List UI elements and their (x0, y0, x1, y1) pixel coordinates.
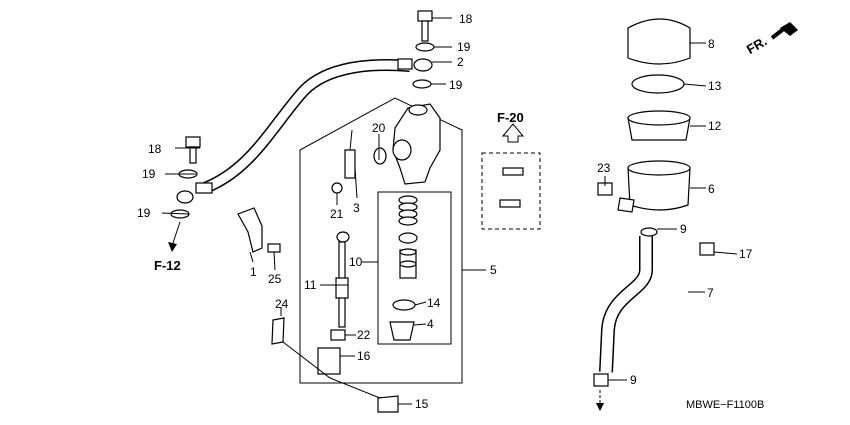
clip-24 (271, 317, 285, 345)
callout-1: 1 (250, 265, 257, 279)
ref-f20[interactable]: F-20 (497, 110, 524, 125)
bolt-left-shank (189, 146, 197, 164)
screw-21 (331, 182, 343, 194)
bolt-left-head (185, 136, 201, 148)
callout-7: 7 (707, 286, 714, 300)
joint-fitting (344, 149, 356, 179)
callout-24: 24 (275, 297, 289, 311)
callout-3: 3 (353, 201, 360, 215)
callout-10: 10 (349, 255, 363, 269)
callout-9: 9 (680, 222, 687, 236)
clamp-9-lower (593, 373, 609, 387)
f12-arrow-line (171, 221, 181, 247)
washer-upper-a (415, 42, 435, 52)
callout-23: 23 (597, 161, 611, 175)
callout-25: 25 (268, 272, 282, 286)
push-rod-thread (335, 277, 349, 299)
callout-16: 16 (357, 349, 371, 363)
hose-fitting-upper (397, 58, 413, 70)
bolt-upper-shank (421, 20, 429, 42)
cylinder-port (392, 139, 412, 161)
clevis-16 (317, 347, 341, 375)
reservoir-cap (627, 18, 691, 65)
callout-15: 15 (415, 397, 429, 411)
o-ring (373, 147, 387, 165)
leader-lines (161, 17, 738, 405)
callout-8: 8 (708, 37, 715, 51)
banjo-left (176, 190, 194, 204)
boot-4 (389, 321, 415, 341)
assembly-outline (299, 97, 463, 384)
bolt-upper-head (417, 10, 433, 22)
diagram-code: MBWE−F1100B (686, 399, 764, 411)
snap-ring-14 (392, 299, 416, 311)
pin-15 (377, 395, 399, 413)
hose-fitting-lower (195, 182, 213, 194)
callout-19: 19 (457, 40, 471, 54)
bolt-25-head (267, 243, 281, 253)
callout-18: 18 (459, 12, 473, 26)
callout-9: 9 (630, 373, 637, 387)
callout-19: 19 (142, 167, 156, 181)
bracket-1 (237, 207, 263, 253)
diaphragm-rim (627, 110, 691, 126)
callout-12: 12 (708, 119, 722, 133)
reservoir-mount (617, 197, 635, 213)
master-cylinder-body (392, 103, 441, 185)
spring-stack (398, 195, 418, 226)
callout-17: 17 (739, 247, 753, 261)
push-rod-top (336, 231, 350, 243)
callout-4: 4 (427, 317, 434, 331)
fr-arrow-icon (780, 22, 798, 36)
bolt-17 (699, 242, 715, 256)
diaphragm-plate (631, 74, 685, 94)
nut-22 (330, 329, 346, 341)
callout-20: 20 (372, 121, 386, 135)
f20-box (481, 152, 541, 230)
clamp-9-upper (640, 227, 658, 237)
ref-f12[interactable]: F-12 (154, 258, 181, 273)
callout-11: 11 (304, 278, 317, 292)
piston-kit-box (377, 191, 452, 345)
callout-6: 6 (708, 182, 715, 196)
reservoir-rim (627, 160, 691, 176)
washer-upper-b (412, 79, 432, 89)
callout-14: 14 (427, 296, 441, 310)
callout-22: 22 (357, 328, 371, 342)
callout-19: 19 (449, 78, 463, 92)
callout-2: 2 (457, 55, 464, 69)
f12-arrow-head (168, 242, 177, 252)
ref-front: FR. (744, 33, 770, 56)
screw-f20-b (499, 199, 521, 208)
callout-19: 19 (137, 206, 151, 220)
callout-5: 5 (490, 263, 497, 277)
callout-21: 21 (330, 207, 344, 221)
screw-f20-a (502, 167, 524, 176)
f20-arrow (501, 123, 525, 143)
piston-cup (398, 232, 418, 244)
cylinder-inlet (408, 104, 428, 116)
banjo-fitting (413, 58, 433, 72)
callout-13: 13 (708, 79, 722, 93)
callout-18: 18 (148, 142, 162, 156)
piston (399, 248, 417, 279)
